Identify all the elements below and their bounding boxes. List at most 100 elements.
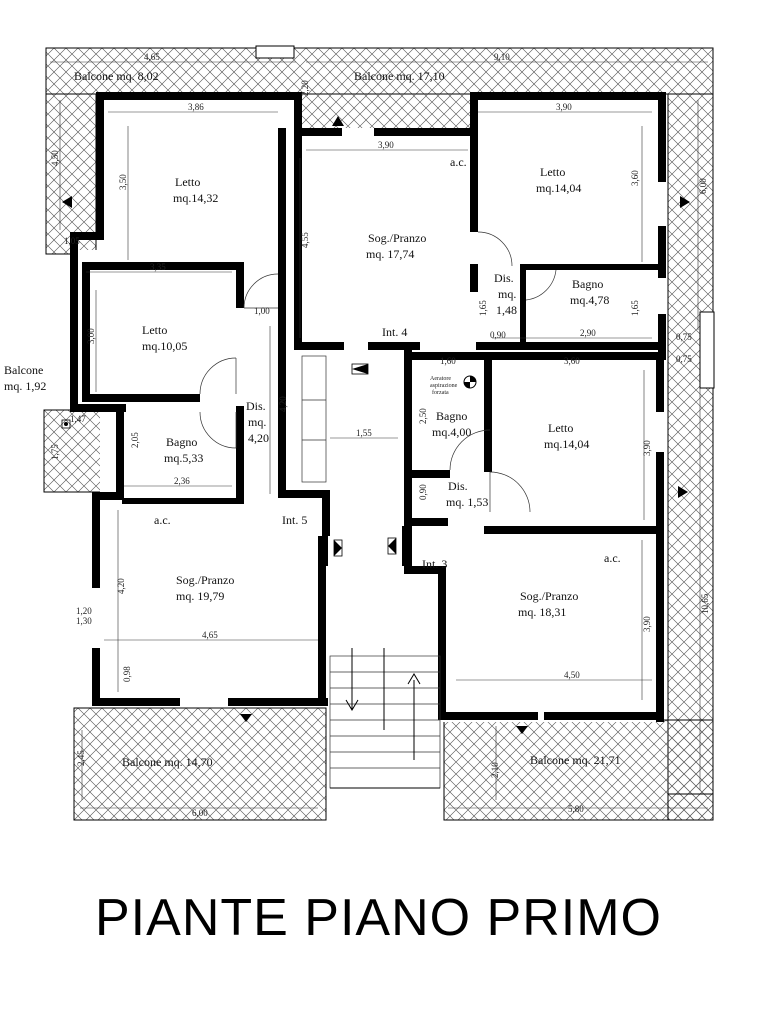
dimension-label: 1,05: [64, 236, 80, 246]
ac-label: a.c.: [154, 513, 171, 527]
balcony-n-label: Balcone mq. 17,10: [354, 69, 445, 83]
room-letto-nw-name: Letto: [175, 175, 200, 189]
dimension-label: 2,50: [418, 408, 428, 424]
room-letto-e-area: mq.14,04: [544, 437, 589, 451]
arrow-icon: [240, 714, 252, 722]
balcony-se-label: Balcone mq. 21,71: [530, 753, 621, 767]
room-sog-int4-name: Sog./Pranzo: [368, 231, 426, 245]
dimension-label: 3,86: [188, 102, 204, 112]
dimension-label: 3,00: [86, 328, 96, 344]
unit-int4-label: Int. 4: [382, 325, 407, 339]
dimension-label: 0,75: [676, 332, 692, 342]
dimension-label: 2,45: [76, 750, 86, 766]
fan-note-line: forzata: [432, 389, 449, 396]
walls: [70, 92, 666, 722]
dimension-texts-vertical: 4,50 3,50 2,20 3,60 6,00 4,55 3,00 1,65 …: [50, 80, 710, 778]
dimension-label: 6,00: [192, 808, 208, 818]
dimension-label: 6,00: [698, 178, 708, 194]
room-letto-nw-area: mq.14,32: [173, 191, 218, 205]
arrow-icon: [678, 486, 688, 498]
unit-tags: Int. 4 Int. 5 Int. 3 a.c. a.c. a.c. Aera…: [154, 155, 621, 571]
dimension-label: 1,65: [478, 300, 488, 316]
room-bagno-ne-area: mq.4,78: [570, 293, 609, 307]
fan-note-line: aspirazione: [430, 383, 458, 389]
dimension-label: 2,10: [490, 762, 500, 778]
dimension-label: 3,90: [556, 102, 572, 112]
page-title: PIANTE PIANO PRIMO: [95, 889, 662, 947]
dimension-label: 4,65: [202, 630, 218, 640]
dimension-label: 2,36: [174, 476, 190, 486]
room-dis-ne-mq: mq.: [498, 287, 516, 301]
room-dis-w-name: Dis.: [246, 399, 266, 413]
room-bagno-e-area: mq.4,00: [432, 425, 471, 439]
dimension-label: 5,80: [568, 804, 584, 814]
arrow-icon: [332, 116, 344, 126]
room-dis-w-area: 4,20: [248, 431, 269, 445]
room-bagno-ne-name: Bagno: [572, 277, 603, 291]
dimension-lines: [50, 61, 708, 809]
dimension-label: 4,50: [50, 150, 60, 166]
dimension-label: 9,10: [494, 52, 510, 62]
room-sog-int4-area: mq. 17,74: [366, 247, 414, 261]
balcony-nw-label: Balcone mq. 8,02: [74, 69, 159, 83]
room-dis-w-mq: mq.: [248, 415, 266, 429]
unit-int3-label: Int. 3: [422, 557, 447, 571]
balcony-hatching: [43, 47, 714, 821]
dimension-label: 3,90: [378, 140, 394, 150]
room-sog-int5-area: mq. 19,79: [176, 589, 224, 603]
room-floors: [74, 98, 664, 722]
arrow-icon: [516, 726, 528, 734]
ac-label: a.c.: [604, 551, 621, 565]
dimension-label: 1,47: [70, 414, 86, 424]
balcony-w-area: mq. 1,92: [4, 379, 46, 393]
arrow-icon: [62, 196, 72, 208]
door-swings: [199, 231, 557, 513]
dimension-label: 3,35: [150, 262, 166, 272]
direction-arrows: [61, 116, 690, 734]
room-dis-ne-area: 1,48: [496, 303, 517, 317]
balcony-w-label: Balcone: [4, 363, 43, 377]
dimension-label: 0,90: [490, 330, 506, 340]
room-letto-e-name: Letto: [548, 421, 573, 435]
room-bagno-w-area: mq.5,33: [164, 451, 203, 465]
dimension-label: 4,55: [300, 232, 310, 248]
dimension-label: 10,65: [700, 593, 710, 614]
dimension-label: 2,90: [580, 328, 596, 338]
room-bagno-e-name: Bagno: [436, 409, 467, 423]
room-labels: Letto mq.14,32 Letto mq.10,05 Bagno mq.5…: [142, 165, 609, 619]
staircase: [301, 355, 441, 789]
room-dis-ne-name: Dis.: [494, 271, 514, 285]
dimension-label: 0,90: [418, 484, 428, 500]
dimension-label: 4,65: [144, 52, 160, 62]
room-sog-int3-area: mq. 18,31: [518, 605, 566, 619]
dimension-label: 1,30: [76, 616, 92, 626]
dimension-label: 1,60: [440, 356, 456, 366]
dimension-label: 2,20: [300, 80, 310, 96]
unit-int5-label: Int. 5: [282, 513, 307, 527]
room-letto-w-area: mq.10,05: [142, 339, 187, 353]
dimension-label: 3,90: [642, 440, 652, 456]
dimension-label: 2,05: [130, 432, 140, 448]
fan-note-line: Aeratore: [430, 376, 451, 382]
arrow-icon: [680, 196, 690, 208]
dimension-label: 1,55: [356, 428, 372, 438]
dimension-label: 0,75: [676, 354, 692, 364]
dimension-label: 4,20: [278, 396, 288, 412]
room-letto-ne-area: mq.14,04: [536, 181, 581, 195]
room-letto-w-name: Letto: [142, 323, 167, 337]
dimension-label: 1,65: [630, 300, 640, 316]
dimension-label: 3,50: [118, 174, 128, 190]
room-sog-int5-name: Sog./Pranzo: [176, 573, 234, 587]
balcony-labels: Balcone mq. 8,02 Balcone mq. 17,10 Balco…: [4, 69, 621, 769]
room-letto-ne-name: Letto: [540, 165, 565, 179]
dimension-label: 3,60: [630, 170, 640, 186]
balcony-sw-label: Balcone mq. 14,70: [122, 755, 213, 769]
room-dis-e-name: Dis.: [448, 479, 468, 493]
ac-label: a.c.: [450, 155, 467, 169]
room-sog-int3-name: Sog./Pranzo: [520, 589, 578, 603]
dimension-label: 1,75: [50, 444, 60, 460]
room-dis-e-area: mq. 1,53: [446, 495, 488, 509]
dimension-label: 0,98: [122, 666, 132, 682]
dimension-label: 4,20: [116, 578, 126, 594]
